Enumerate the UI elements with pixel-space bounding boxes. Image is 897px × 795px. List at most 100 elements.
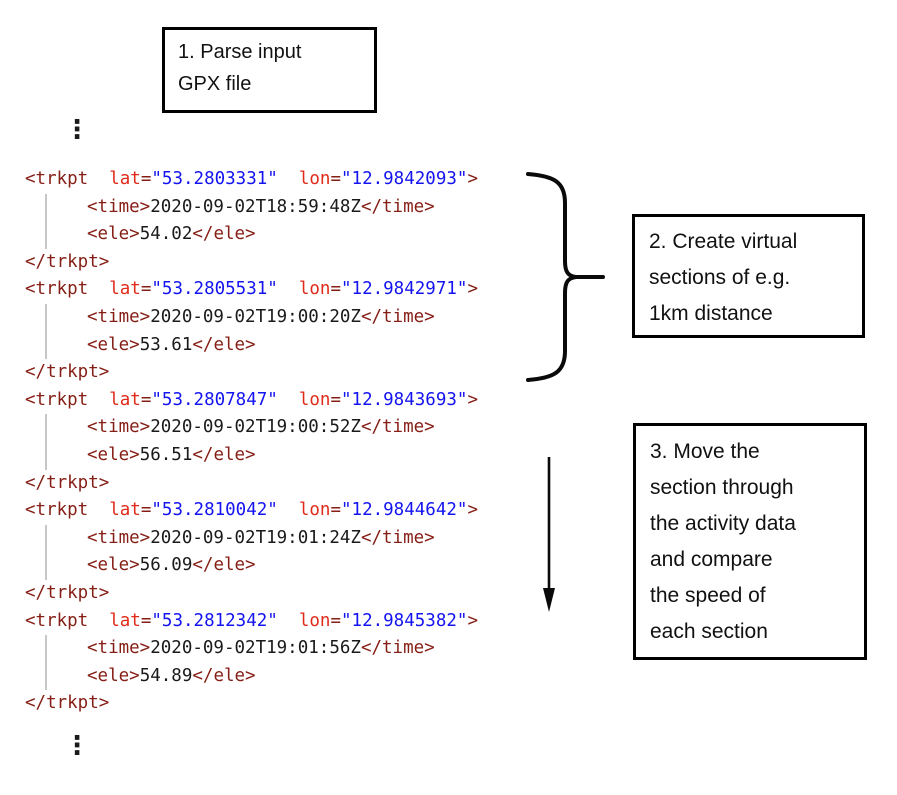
code-line-trkpt-close: </trkpt>: [25, 249, 478, 277]
step1-line: GPX file: [178, 73, 252, 95]
open-quote: ": [151, 610, 162, 631]
code-line-ele: <ele>54.89</ele>: [87, 663, 478, 691]
equals-sign: =: [140, 500, 152, 521]
ele-open-tag: <ele>: [87, 444, 140, 465]
lat-attr-name: lat: [109, 389, 141, 410]
close-quote: ": [267, 169, 278, 189]
time-open-tag: <time>: [87, 527, 151, 548]
lat-value: 53.2812342: [161, 610, 268, 631]
ele-close-tag: </ele>: [192, 224, 256, 245]
time-value: 2020-09-02T19:00:52Z: [150, 417, 361, 438]
time-open-tag: <time>: [87, 638, 151, 659]
open-quote: ": [151, 279, 162, 300]
step2-line: 2. Create virtual: [649, 230, 798, 253]
step3-box: 3. Move the section through the activity…: [633, 423, 867, 660]
equals-sign: =: [330, 169, 341, 189]
step2-line: 1km distance: [649, 302, 773, 325]
ele-value: 54.02: [139, 224, 193, 245]
time-close-tag: </time>: [360, 527, 435, 548]
tag-close-bracket: >: [467, 500, 478, 521]
code-line-ele: <ele>54.02</ele>: [87, 221, 478, 249]
lon-value: 12.9845382: [351, 610, 457, 631]
step1-box: 1. Parse input GPX file: [162, 27, 377, 113]
ele-open-tag: <ele>: [87, 555, 140, 576]
down-arrow-icon: [543, 457, 555, 612]
trkpt-close-tag: </trkpt>: [25, 251, 110, 272]
code-line-trkpt-close: </trkpt>: [25, 580, 478, 608]
time-open-tag: <time>: [87, 196, 151, 217]
trkpt-close-tag: </trkpt>: [25, 693, 110, 714]
code-line-time: <time>2020-09-02T19:01:56Z</time>: [87, 635, 478, 663]
ele-value: 53.61: [139, 334, 193, 355]
close-quote: ": [267, 500, 278, 521]
ele-close-tag: </ele>: [192, 555, 256, 576]
equals-sign: =: [330, 500, 341, 521]
lon-attr-name: lon: [298, 389, 331, 410]
code-line-trkpt-close: </trkpt>: [25, 359, 478, 387]
open-quote: ": [340, 389, 352, 410]
step2-line: sections of e.g.: [649, 266, 791, 289]
step3-line: the activity data: [650, 512, 796, 535]
tag-close-bracket: >: [467, 610, 478, 631]
time-value: 2020-09-02T19:00:20Z: [150, 306, 361, 327]
ele-close-tag: </ele>: [192, 665, 256, 686]
equals-sign: =: [330, 610, 341, 631]
step3-line: each section: [650, 620, 768, 643]
step3-line: the speed of: [650, 584, 766, 607]
open-quote: ": [340, 610, 352, 631]
vertical-ellipsis-bottom: ⋮: [64, 731, 90, 761]
time-value: 2020-09-02T18:59:48Z: [150, 196, 361, 217]
ele-value: 56.51: [139, 444, 193, 465]
close-quote: ": [456, 610, 468, 631]
time-close-tag: </time>: [360, 417, 435, 438]
lon-attr-name: lon: [298, 500, 331, 521]
close-quote: ": [267, 389, 278, 410]
code-line-ele: <ele>53.61</ele>: [87, 332, 478, 360]
equals-sign: =: [140, 169, 152, 189]
open-quote: ": [151, 500, 162, 521]
ele-open-tag: <ele>: [87, 334, 140, 355]
lat-value: 53.2805531: [161, 279, 268, 300]
open-quote: ": [340, 279, 352, 300]
code-line-trkpt-close: </trkpt>: [25, 470, 478, 498]
ele-value: 56.09: [139, 555, 193, 576]
equals-sign: =: [330, 279, 341, 300]
close-quote: ": [456, 500, 468, 521]
lon-attr-name: lon: [298, 279, 331, 300]
code-line-ele: <ele>56.09</ele>: [87, 552, 478, 580]
trkpt-close-tag: </trkpt>: [25, 472, 110, 493]
code-line-time: <time>2020-09-02T19:00:20Z</time>: [87, 304, 478, 332]
ele-close-tag: </ele>: [192, 334, 256, 355]
ele-close-tag: </ele>: [192, 444, 256, 465]
trkpt-children-indent: <time>2020-09-02T19:00:52Z</time> <ele>5…: [45, 414, 478, 470]
lon-value: 12.9842093: [351, 169, 457, 189]
lon-value: 12.9844642: [351, 500, 457, 521]
step2-box: 2. Create virtual sections of e.g. 1km d…: [632, 214, 865, 338]
equals-sign: =: [140, 610, 152, 631]
time-close-tag: </time>: [360, 306, 435, 327]
code-line-time: <time>2020-09-02T19:01:24Z</time>: [87, 525, 478, 553]
trkpt-children-indent: <time>2020-09-02T19:00:20Z</time> <ele>5…: [45, 303, 478, 360]
trkpt-children-indent: <time>2020-09-02T19:01:56Z</time> <ele>5…: [45, 635, 478, 691]
step1-line: 1. Parse input: [178, 41, 302, 63]
lat-value: 53.2810042: [161, 500, 268, 521]
code-line-trkpt-close: </trkpt>: [25, 690, 478, 718]
tag-close-bracket: >: [467, 279, 478, 300]
trkpt-close-tag: </trkpt>: [25, 362, 110, 383]
lat-attr-name: lat: [109, 279, 141, 300]
open-quote: ": [340, 169, 352, 189]
tag-close-bracket: >: [467, 389, 478, 410]
close-quote: ": [267, 279, 278, 300]
time-value: 2020-09-02T19:01:56Z: [150, 638, 361, 659]
trkpt-children-indent: <time>2020-09-02T19:01:24Z</time> <ele>5…: [45, 524, 478, 580]
lat-value: 53.2807847: [161, 389, 268, 410]
